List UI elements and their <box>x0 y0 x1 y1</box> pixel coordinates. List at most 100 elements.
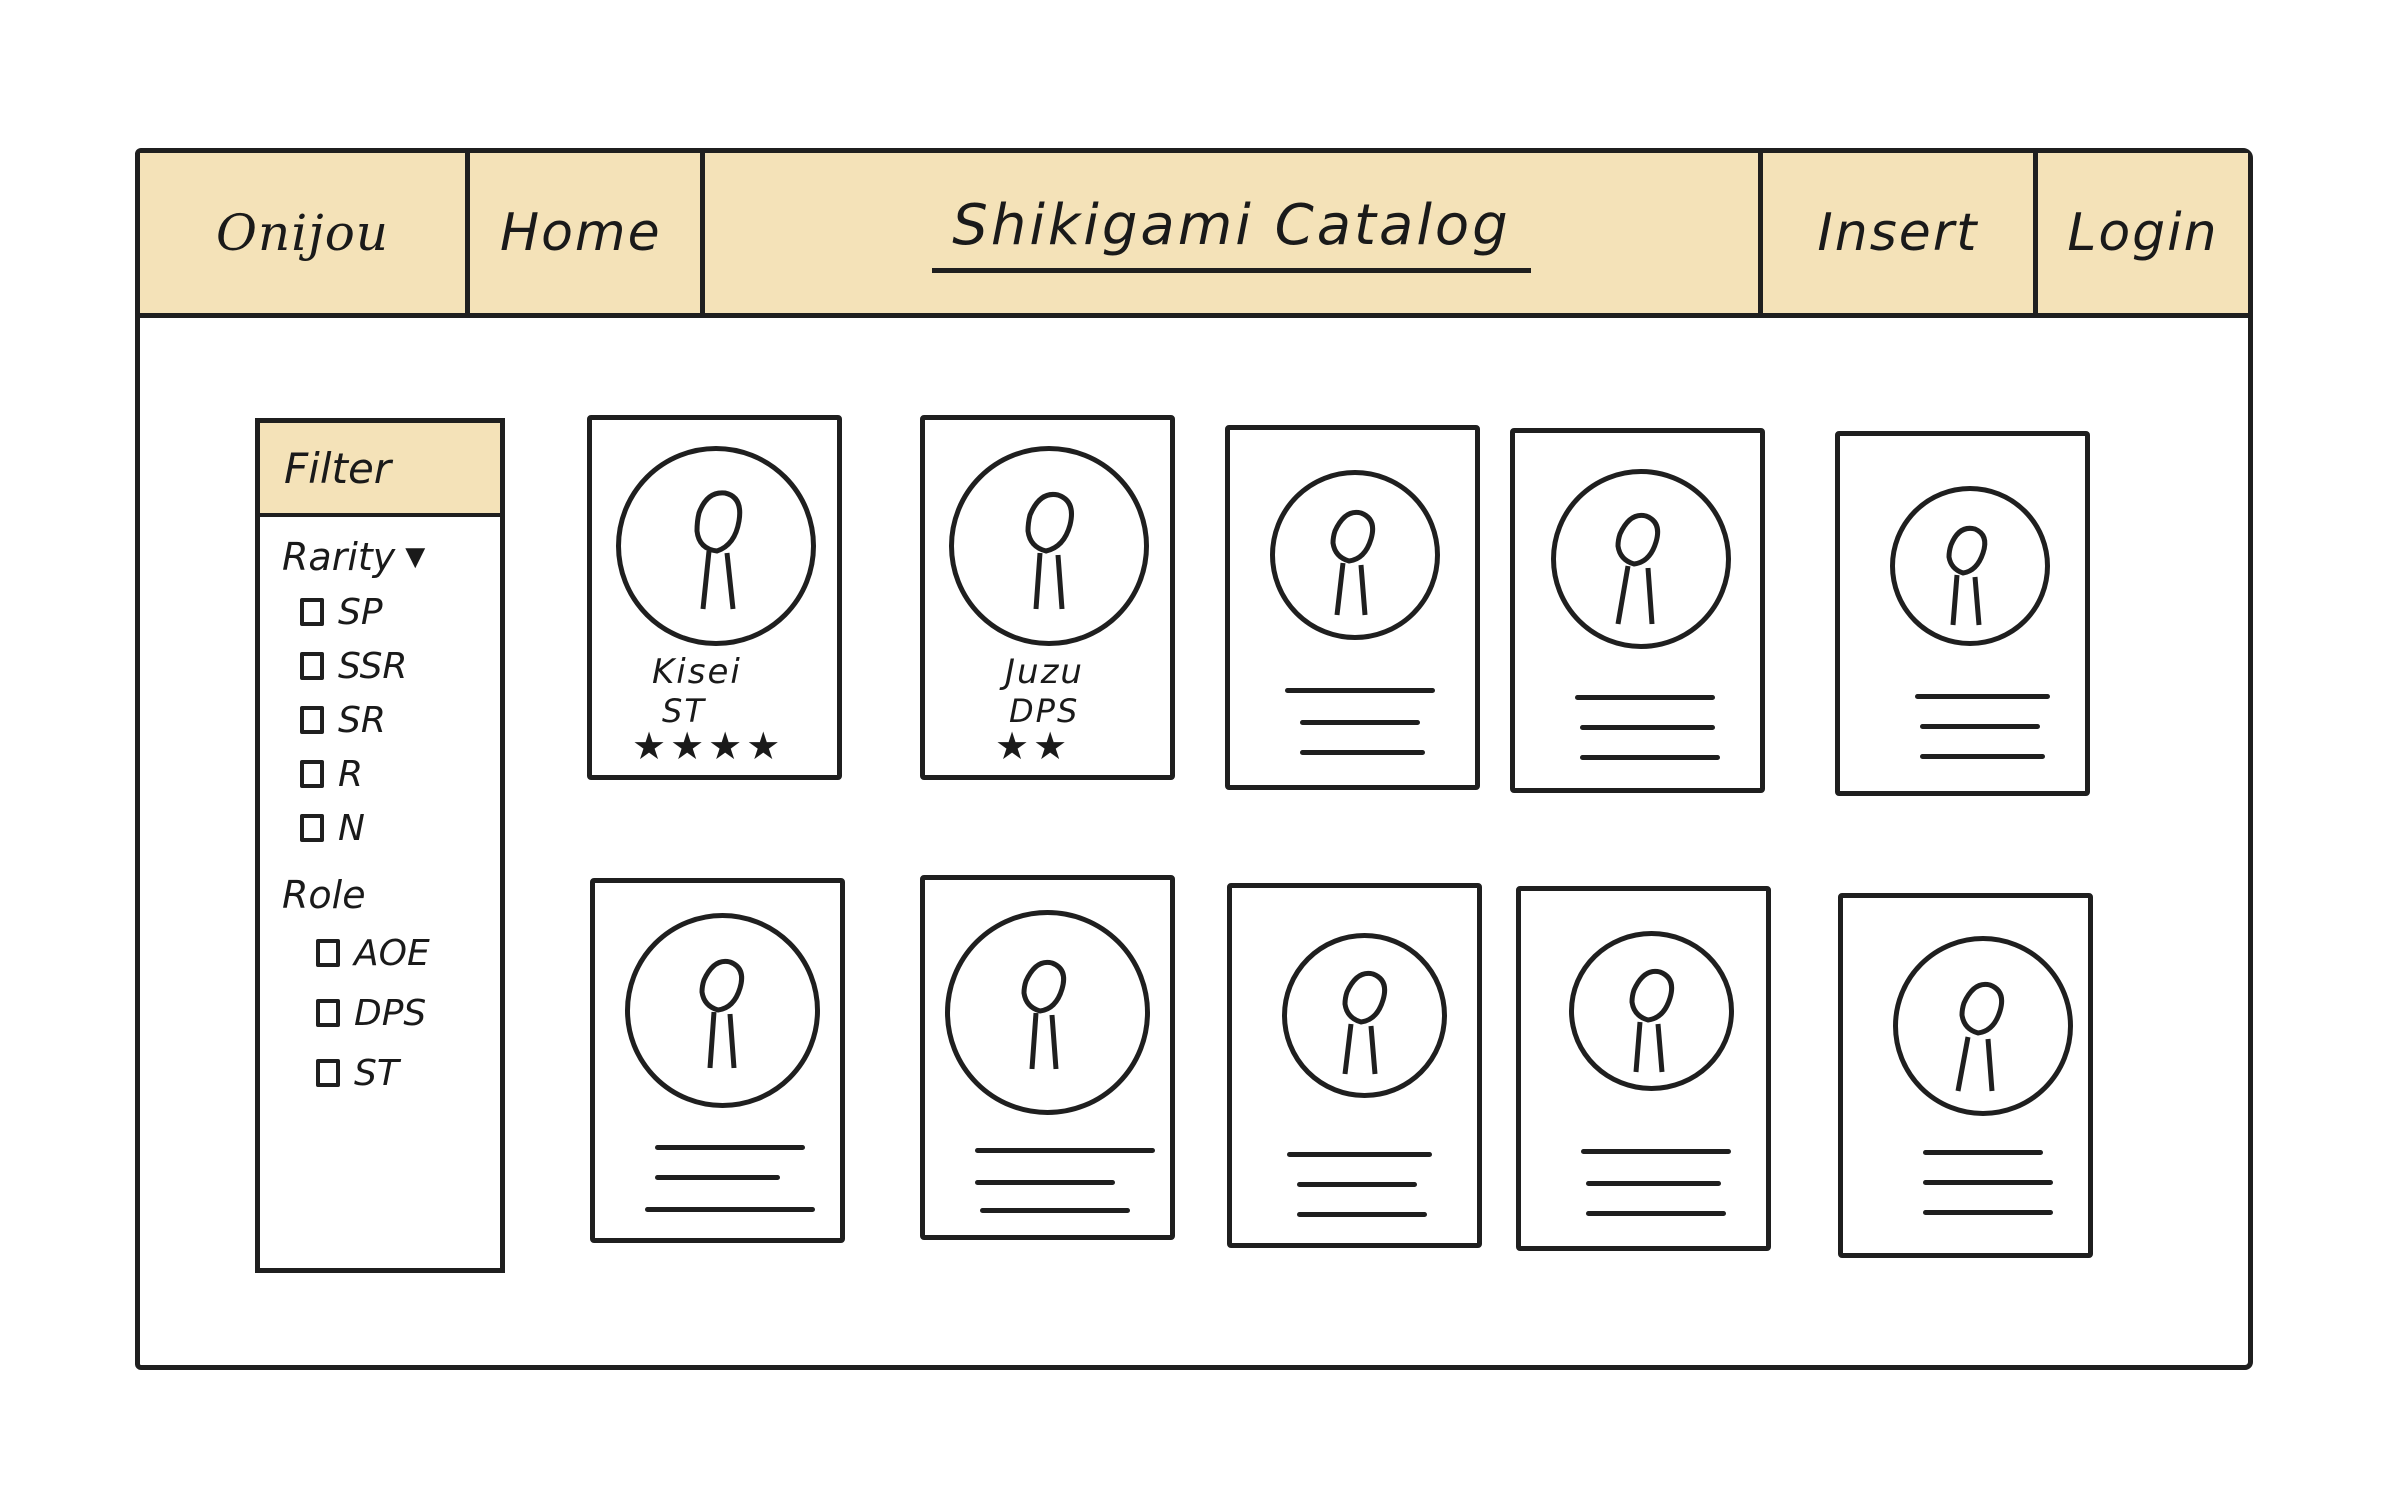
placeholder-text-line <box>1575 695 1715 700</box>
placeholder-text-line <box>1297 1182 1417 1187</box>
card-name: Juzu <box>1005 652 1084 692</box>
placeholder-text-line <box>1297 1212 1427 1217</box>
option-label: AOE <box>354 932 430 974</box>
placeholder-text-line <box>1923 1180 2053 1185</box>
avatar-placeholder <box>625 913 820 1108</box>
placeholder-text-line <box>1300 720 1420 725</box>
option-label: SP <box>338 591 383 633</box>
placeholder-text-line <box>1285 688 1435 693</box>
option-label: ST <box>354 1052 399 1094</box>
option-label: DPS <box>354 992 427 1034</box>
logo-text: Onijou <box>216 204 389 262</box>
option-label: SSR <box>338 645 408 687</box>
option-label: SR <box>338 699 386 741</box>
avatar-placeholder <box>1569 931 1734 1091</box>
checkbox[interactable] <box>300 814 324 842</box>
card-role: DPS <box>1009 692 1080 730</box>
rarity-option-r[interactable]: R <box>260 747 500 801</box>
rarity-option-n[interactable]: N <box>260 801 500 855</box>
person-icon <box>1615 512 1661 625</box>
placeholder-text-line <box>655 1175 780 1180</box>
shikigami-card[interactable] <box>1838 893 2093 1258</box>
placeholder-text-line <box>1580 755 1720 760</box>
card-name: Kisei <box>652 652 742 692</box>
placeholder-text-line <box>1300 750 1425 755</box>
shikigami-card[interactable] <box>1516 886 1771 1251</box>
placeholder-text-line <box>1287 1152 1432 1157</box>
app-window: Onijou Home Shikigami Catalog Insert Log… <box>135 148 2253 1370</box>
placeholder-text-line <box>1923 1150 2043 1155</box>
avatar-placeholder <box>1270 470 1440 640</box>
nav-insert-link[interactable]: Insert <box>1763 153 2038 313</box>
shikigami-card[interactable] <box>1227 883 1482 1248</box>
filter-panel: Filter Rarity ▼ SP SSR SR R N Role <box>255 418 505 1273</box>
checkbox[interactable] <box>316 1059 340 1087</box>
page-title: Shikigami Catalog <box>932 193 1531 273</box>
option-label: R <box>338 753 364 795</box>
person-icon <box>1021 959 1067 1070</box>
card-role: ST <box>662 692 706 730</box>
checkbox[interactable] <box>300 652 324 680</box>
rarity-option-sr[interactable]: SR <box>260 693 500 747</box>
person-icon <box>694 490 743 610</box>
person-icon <box>1025 491 1074 610</box>
avatar-placeholder <box>616 446 816 646</box>
role-label: Role <box>282 873 366 917</box>
avatar-placeholder <box>1890 486 2050 646</box>
filter-title: Filter <box>284 443 392 493</box>
shikigami-card[interactable] <box>1835 431 2090 796</box>
rarity-dropdown[interactable]: Rarity ▼ <box>260 517 500 585</box>
option-label: N <box>338 807 365 849</box>
avatar-placeholder <box>949 446 1149 646</box>
nav-login-link[interactable]: Login <box>2038 153 2248 313</box>
person-icon <box>1330 509 1376 616</box>
avatar-placeholder <box>945 910 1150 1115</box>
placeholder-text-line <box>1915 694 2050 699</box>
placeholder-text-line <box>1586 1181 1721 1186</box>
role-option-aoe[interactable]: AOE <box>260 923 500 983</box>
star-rating: ★★ <box>995 724 1072 768</box>
placeholder-text-line <box>1586 1211 1726 1216</box>
role-option-dps[interactable]: DPS <box>260 983 500 1043</box>
top-navbar: Onijou Home Shikigami Catalog Insert Log… <box>140 153 2248 318</box>
placeholder-text-line <box>1920 724 2040 729</box>
avatar-placeholder <box>1551 469 1731 649</box>
shikigami-card[interactable] <box>920 875 1175 1240</box>
checkbox[interactable] <box>316 939 340 967</box>
placeholder-text-line <box>1923 1210 2053 1215</box>
placeholder-text-line <box>1581 1149 1731 1154</box>
rarity-label: Rarity <box>282 535 396 579</box>
placeholder-text-line <box>655 1145 805 1150</box>
checkbox[interactable] <box>300 706 324 734</box>
checkbox[interactable] <box>316 999 340 1027</box>
placeholder-text-line <box>1920 754 2045 759</box>
caret-down-icon: ▼ <box>405 542 426 572</box>
person-icon <box>699 958 745 1069</box>
placeholder-text-line <box>1580 725 1715 730</box>
placeholder-text-line <box>645 1207 815 1212</box>
filter-header: Filter <box>260 423 500 517</box>
shikigami-card[interactable] <box>590 878 845 1243</box>
star-rating: ★★★★ <box>632 724 785 768</box>
shikigami-card-kisei[interactable]: Kisei ST ★★★★ <box>587 415 842 780</box>
page-title-container: Shikigami Catalog <box>705 153 1763 313</box>
avatar-placeholder <box>1893 936 2073 1116</box>
role-option-st[interactable]: ST <box>260 1043 500 1103</box>
shikigami-card[interactable] <box>1510 428 1765 793</box>
role-group-heading: Role <box>260 855 500 923</box>
person-icon <box>1946 525 1988 626</box>
nav-insert-label: Insert <box>1817 203 1979 263</box>
placeholder-text-line <box>980 1208 1130 1213</box>
shikigami-card-juzu[interactable]: Juzu DPS ★★ <box>920 415 1175 780</box>
rarity-option-sp[interactable]: SP <box>260 585 500 639</box>
nav-home-link[interactable]: Home <box>470 153 705 313</box>
checkbox[interactable] <box>300 760 324 788</box>
shikigami-card[interactable] <box>1225 425 1480 790</box>
avatar-placeholder <box>1282 933 1447 1098</box>
nav-login-label: Login <box>2067 203 2219 263</box>
rarity-option-ssr[interactable]: SSR <box>260 639 500 693</box>
person-icon <box>1629 968 1675 1073</box>
person-icon <box>1342 970 1388 1075</box>
nav-logo[interactable]: Onijou <box>140 153 470 313</box>
checkbox[interactable] <box>300 598 324 626</box>
